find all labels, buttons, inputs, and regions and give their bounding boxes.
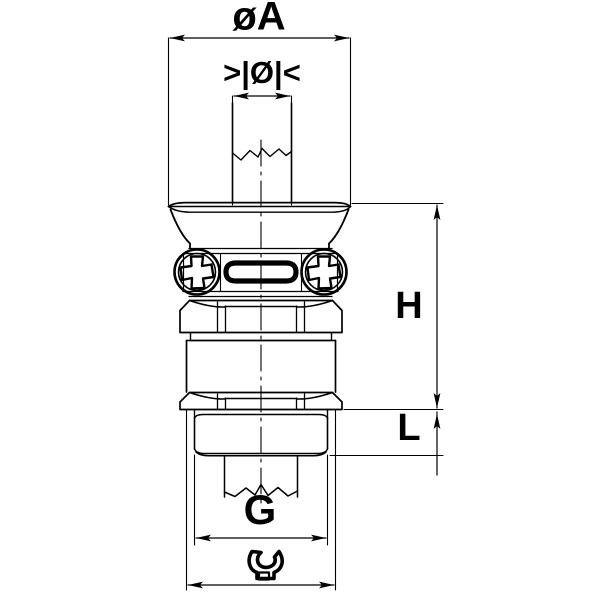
dimension-diameter-a (167, 34, 352, 206)
label-diameter-a: øA (232, 0, 285, 39)
dimension-height-h (343, 202, 444, 411)
upper-hex-chamfer-right (296, 299, 334, 308)
flange-cap-underside (167, 205, 352, 213)
nipple-cap-curve (193, 413, 329, 419)
wrench-symbol-icon (247, 549, 284, 581)
dimension-wrench-width (185, 408, 337, 591)
flange-wall-left (169, 208, 191, 249)
flange-cap-curve (167, 201, 352, 208)
screw-right-phillips-icon (300, 248, 348, 296)
label-diameter-i: >|Ø|< (223, 55, 301, 90)
label-thread-g: G (244, 486, 277, 533)
dimension-thread-g (193, 454, 329, 546)
lower-hex-chamfer-left (188, 391, 226, 400)
label-height-h: H (395, 285, 422, 327)
part-cable-shaft (231, 102, 293, 204)
oval-slot-icon (223, 260, 299, 284)
part-barrel-body (185, 339, 337, 393)
shaft-break-line (231, 147, 293, 161)
label-length-l: L (397, 407, 420, 449)
dimension-length-l (329, 411, 444, 476)
part-dome-flange (167, 201, 352, 249)
upper-hex-chamfer-left (188, 299, 226, 308)
flange-wall-right (328, 208, 350, 249)
screw-left-phillips-icon (173, 248, 221, 296)
lower-hex-chamfer-right (296, 391, 334, 400)
nipple-bottom-curve2 (195, 451, 327, 457)
dimension-diameter-i (231, 92, 293, 206)
